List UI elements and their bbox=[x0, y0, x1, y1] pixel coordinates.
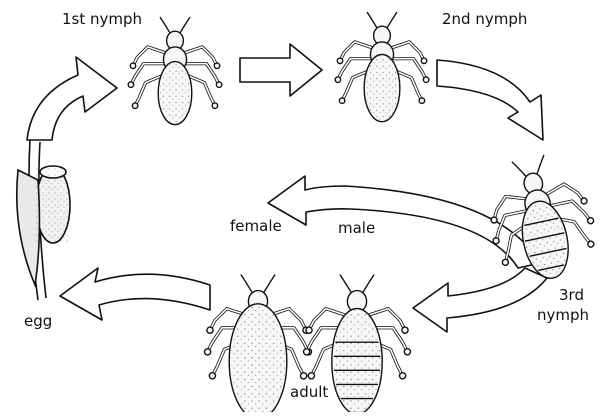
third-nymph-icon bbox=[478, 148, 601, 289]
label-third-nymph-line2: nymph bbox=[537, 308, 589, 323]
label-second-nymph: 2nd nymph bbox=[442, 12, 527, 27]
label-egg: egg bbox=[24, 314, 52, 329]
egg-on-hair bbox=[17, 140, 70, 300]
label-third-nymph-line1: 3rd bbox=[559, 288, 584, 303]
arrow-third-nymph-to-male bbox=[413, 268, 547, 332]
arrow-egg-to-first-nymph bbox=[27, 57, 117, 140]
arrow-second-to-third-nymph bbox=[437, 60, 543, 140]
arrow-first-to-second-nymph bbox=[240, 44, 322, 96]
arrow-third-nymph-to-female bbox=[268, 176, 540, 268]
label-female: female bbox=[230, 219, 282, 234]
label-male: male bbox=[338, 221, 375, 236]
second-nymph-icon bbox=[335, 13, 429, 122]
arrow-adult-to-egg bbox=[60, 268, 210, 320]
label-first-nymph: 1st nymph bbox=[62, 12, 142, 27]
first-nymph-icon bbox=[128, 18, 222, 125]
label-adult: adult bbox=[290, 385, 328, 400]
arrows bbox=[27, 44, 547, 332]
